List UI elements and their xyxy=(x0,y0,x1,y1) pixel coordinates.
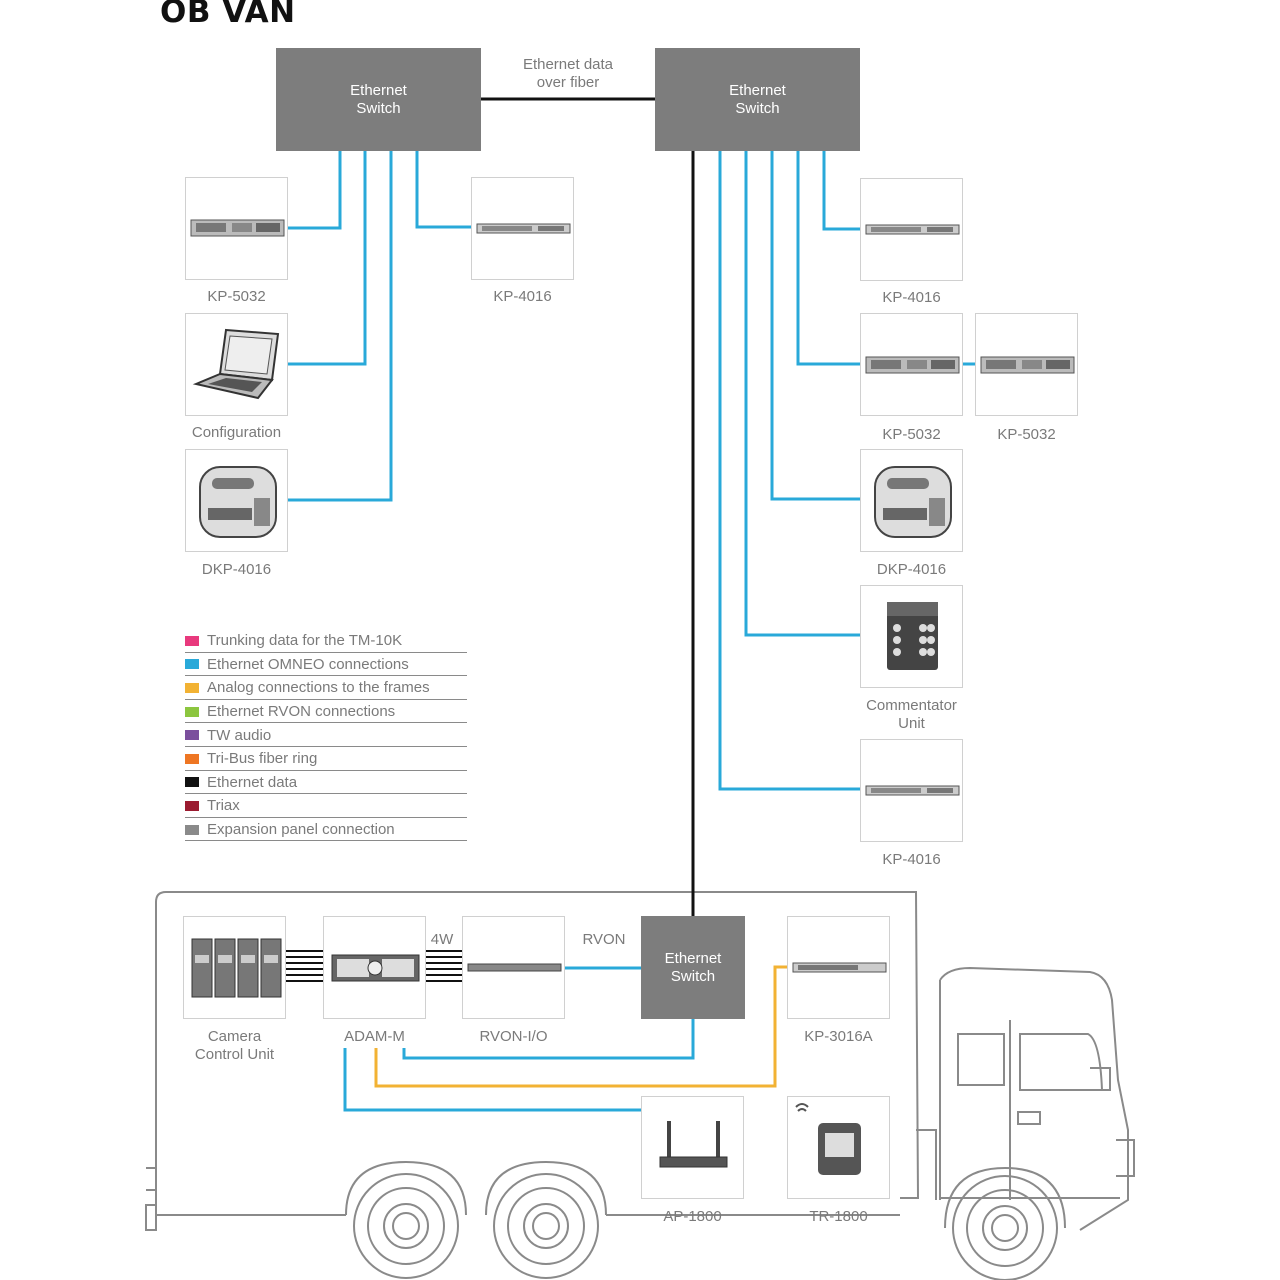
legend-row: Analog connections to the frames xyxy=(185,677,467,700)
desk-panel-icon xyxy=(874,466,952,538)
rvon-link-label: RVON xyxy=(582,931,626,948)
kp5032-panel-right xyxy=(860,313,963,416)
legend-label: Analog connections to the frames xyxy=(207,679,430,697)
legend-label: Ethernet data xyxy=(207,773,298,791)
kp4016-label-top: KP-4016 xyxy=(493,288,552,305)
truck-wheels xyxy=(345,1160,1066,1280)
rack-panel-icon xyxy=(467,963,562,972)
legend-swatch xyxy=(185,753,199,764)
rack-panel-icon xyxy=(190,219,285,237)
legend-swatch xyxy=(185,800,199,811)
legend-swatch xyxy=(185,659,199,670)
rack-panel-icon xyxy=(792,962,887,973)
legend-label: Expansion panel connection xyxy=(207,821,395,839)
commentator-label: Commentator Unit xyxy=(866,697,957,732)
kp5032-panel-expansion xyxy=(975,313,1078,416)
legend-label: Ethernet RVON connections xyxy=(207,703,396,721)
fiber-note: Ethernet data over fiber xyxy=(522,56,614,91)
ethernet-switch-right: Ethernet Switch xyxy=(655,48,860,151)
rack-panel-icon xyxy=(980,356,1075,374)
legend-swatch xyxy=(185,706,199,717)
ccu-icon xyxy=(191,938,282,998)
rack-panel-icon xyxy=(865,785,960,796)
configuration-laptop xyxy=(185,313,288,416)
kp5032-label-expansion: KP-5032 xyxy=(997,426,1056,443)
legend-row: Ethernet OMNEO connections xyxy=(185,654,467,677)
dkp4016-panel-right xyxy=(860,449,963,552)
legend-label: Tri-Bus fiber ring xyxy=(207,750,318,768)
kp3016a-panel xyxy=(787,916,890,1019)
legend-swatch xyxy=(185,824,199,835)
legend-swatch xyxy=(185,777,199,788)
tr1800-label: TR-1800 xyxy=(809,1208,868,1225)
commentator-unit xyxy=(860,585,963,688)
beltpack-icon xyxy=(795,1103,861,1175)
dkp4016-label-left: DKP-4016 xyxy=(201,561,272,578)
legend-label: Triax xyxy=(207,797,240,815)
rack-panel-icon xyxy=(865,356,960,374)
kp4016-label-right-bottom: KP-4016 xyxy=(882,851,941,868)
ethernet-switch-left: Ethernet Switch xyxy=(276,48,481,151)
legend-row: Trunking data for the TM-10K xyxy=(185,630,467,653)
ccu-label: Camera Control Unit xyxy=(194,1028,275,1063)
ethernet-data-links xyxy=(481,97,695,916)
rvon-io-unit xyxy=(462,916,565,1019)
legend: Trunking data for the TM-10K Ethernet OMN… xyxy=(185,630,467,842)
legend-swatch xyxy=(185,730,199,741)
rack-panel-icon xyxy=(476,223,571,234)
dkp4016-label-right: DKP-4016 xyxy=(876,561,947,578)
kp4016-label-right-top: KP-4016 xyxy=(882,289,941,306)
legend-row: Ethernet data xyxy=(185,772,467,795)
dkp4016-panel-left xyxy=(185,449,288,552)
legend-row: Ethernet RVON connections xyxy=(185,701,467,724)
ethernet-switch-truck: Ethernet Switch xyxy=(641,916,745,1019)
legend-label: TW audio xyxy=(207,726,272,744)
commentator-unit-icon xyxy=(887,602,938,670)
frame-icon xyxy=(331,954,420,982)
adam-m-label: ADAM-M xyxy=(344,1028,405,1045)
legend-swatch xyxy=(185,682,199,693)
laptop-icon xyxy=(192,328,280,400)
legend-label: Ethernet OMNEO connections xyxy=(207,655,409,673)
legend-swatch xyxy=(185,635,199,646)
ap1800-label: AP-1800 xyxy=(663,1208,722,1225)
ap1800-antenna xyxy=(641,1096,744,1199)
four-wire-label: 4W xyxy=(430,931,454,948)
desk-panel-icon xyxy=(199,466,277,538)
adam-m-frame xyxy=(323,916,426,1019)
legend-row: Triax xyxy=(185,795,467,818)
kp4016-panel-right-bottom xyxy=(860,739,963,842)
legend-row: Tri-Bus fiber ring xyxy=(185,748,467,771)
rack-panel-icon xyxy=(865,224,960,235)
legend-row: TW audio xyxy=(185,724,467,747)
configuration-label: Configuration xyxy=(191,424,282,441)
legend-row: Expansion panel connection xyxy=(185,819,467,842)
four-wire-bundles xyxy=(286,950,462,982)
omneo-links xyxy=(288,151,975,1112)
legend-label: Trunking data for the TM-10K xyxy=(207,632,403,650)
kp4016-panel-right-top xyxy=(860,178,963,281)
truck-outline xyxy=(145,891,1135,1231)
kp5032-panel-left xyxy=(185,177,288,280)
kp4016-panel-top xyxy=(471,177,574,280)
kp5032-label-right: KP-5032 xyxy=(882,426,941,443)
page-title: OB VAN xyxy=(160,0,296,30)
camera-control-unit xyxy=(183,916,286,1019)
kp3016a-label: KP-3016A xyxy=(804,1028,873,1045)
access-point-icon xyxy=(659,1121,728,1168)
kp5032-label-left: KP-5032 xyxy=(207,288,266,305)
analog-link xyxy=(374,965,787,1088)
tr1800-beltpack xyxy=(787,1096,890,1199)
rvon-io-label: RVON-I/O xyxy=(479,1028,548,1045)
